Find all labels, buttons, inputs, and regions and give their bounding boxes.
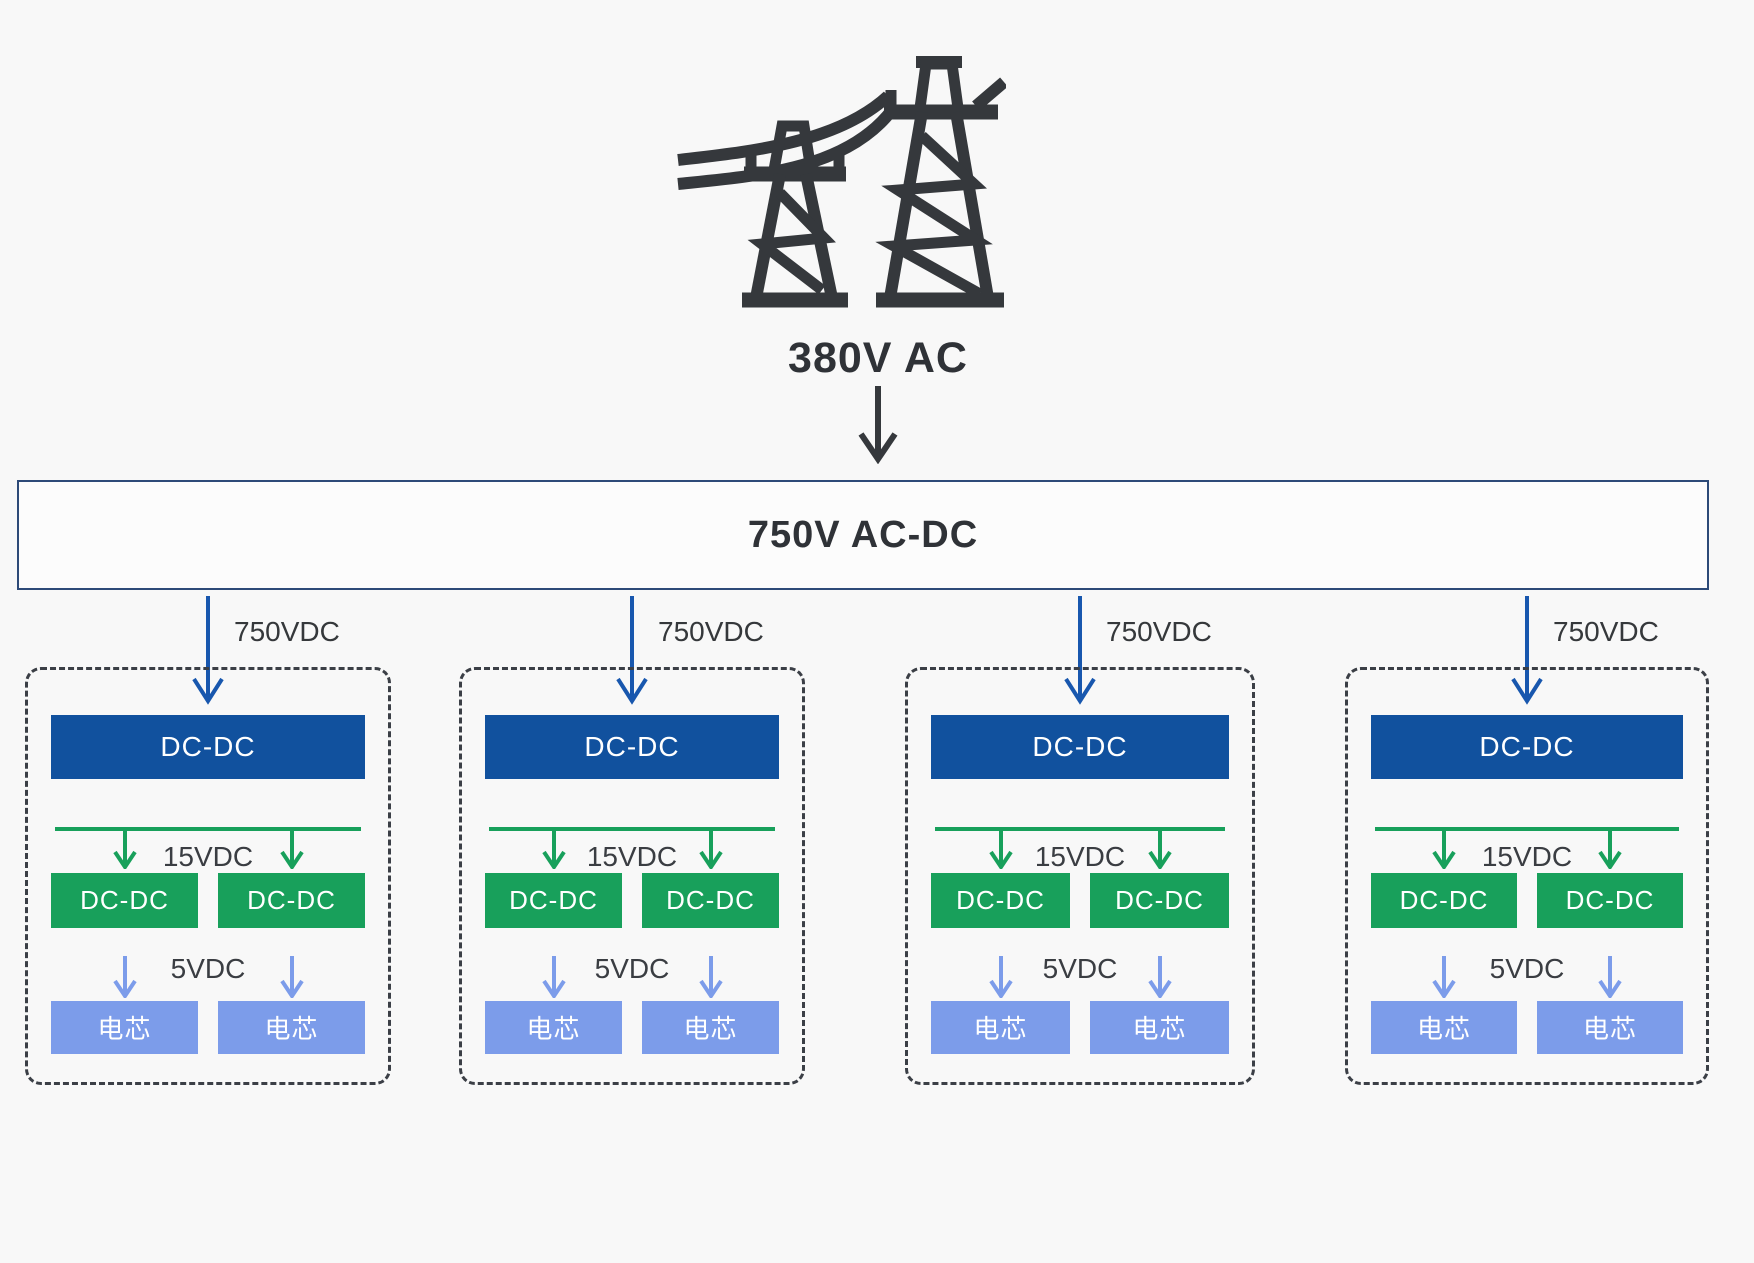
green-down-arrow-icon bbox=[1432, 827, 1456, 869]
periwinkle-down-arrow-icon bbox=[1598, 956, 1622, 998]
primary-dcdc-box: DC-DC bbox=[1371, 715, 1683, 779]
cell-box: 电芯 bbox=[1537, 1001, 1683, 1054]
cell-row: 电芯 电芯 bbox=[485, 1001, 779, 1054]
cell-box: 电芯 bbox=[642, 1001, 779, 1054]
green-down-arrow-icon bbox=[1147, 827, 1172, 869]
secondary-converter-row: DC-DC DC-DC bbox=[485, 873, 779, 928]
low-arrow-row bbox=[1371, 956, 1683, 998]
cell-box: 电芯 bbox=[1090, 1001, 1229, 1054]
secondary-dcdc-box: DC-DC bbox=[642, 873, 779, 928]
branch-voltage-label: 750VDC bbox=[1553, 616, 1659, 647]
low-arrow-row bbox=[51, 956, 365, 998]
battery-cluster-branch-1: 750VDC DC-DC 15VDC DC-DC DC-DC 5VDC 电芯 电… bbox=[25, 594, 391, 1085]
periwinkle-down-arrow-icon bbox=[279, 956, 304, 998]
dc-bus-line bbox=[489, 827, 775, 831]
dc-bus-line bbox=[935, 827, 1225, 831]
secondary-dcdc-box: DC-DC bbox=[51, 873, 198, 928]
dc-bus-line bbox=[55, 827, 361, 831]
transmission-tower-icon bbox=[677, 56, 1006, 308]
battery-cluster-branch-2: 750VDC DC-DC 15VDC DC-DC DC-DC 5VDC 电芯 电… bbox=[459, 594, 805, 1085]
mid-arrow-row bbox=[51, 827, 365, 871]
cell-row: 电芯 电芯 bbox=[1371, 1001, 1683, 1054]
green-down-arrow-icon bbox=[698, 827, 723, 869]
primary-dcdc-box: DC-DC bbox=[51, 715, 365, 779]
dc-bus-line bbox=[1375, 827, 1679, 831]
battery-cluster-branch-3: 750VDC DC-DC 15VDC DC-DC DC-DC 5VDC 电芯 电… bbox=[905, 594, 1255, 1085]
secondary-converter-row: DC-DC DC-DC bbox=[1371, 873, 1683, 928]
rectifier-box: 750V AC-DC bbox=[17, 480, 1709, 590]
cell-box: 电芯 bbox=[51, 1001, 198, 1054]
cell-row: 电芯 电芯 bbox=[51, 1001, 365, 1054]
cell-box: 电芯 bbox=[931, 1001, 1070, 1054]
secondary-converter-row: DC-DC DC-DC bbox=[51, 873, 365, 928]
battery-cluster-branch-4: 750VDC DC-DC 15VDC DC-DC DC-DC 5VDC 电芯 电… bbox=[1345, 594, 1709, 1085]
secondary-dcdc-box: DC-DC bbox=[1371, 873, 1517, 928]
mid-arrow-row bbox=[931, 827, 1229, 871]
green-down-arrow-icon bbox=[988, 827, 1013, 869]
low-arrow-row bbox=[931, 956, 1229, 998]
periwinkle-down-arrow-icon bbox=[988, 956, 1013, 998]
periwinkle-down-arrow-icon bbox=[1147, 956, 1172, 998]
cluster-container: DC-DC 15VDC DC-DC DC-DC 5VDC 电芯 电芯 bbox=[905, 667, 1255, 1085]
primary-dcdc-box: DC-DC bbox=[485, 715, 779, 779]
mid-arrow-row bbox=[485, 827, 779, 871]
branch-voltage-label: 750VDC bbox=[1106, 616, 1212, 647]
rectifier-label: 750V AC-DC bbox=[747, 513, 979, 556]
periwinkle-down-arrow-icon bbox=[1432, 956, 1456, 998]
green-down-arrow-icon bbox=[1598, 827, 1622, 869]
branch-voltage-label: 750VDC bbox=[234, 616, 340, 647]
branch-voltage-label: 750VDC bbox=[658, 616, 764, 647]
low-arrow-row bbox=[485, 956, 779, 998]
cluster-container: DC-DC 15VDC DC-DC DC-DC 5VDC 电芯 电芯 bbox=[459, 667, 805, 1085]
secondary-dcdc-box: DC-DC bbox=[485, 873, 622, 928]
primary-dcdc-box: DC-DC bbox=[931, 715, 1229, 779]
secondary-dcdc-box: DC-DC bbox=[1537, 873, 1683, 928]
main-feed-arrow-icon bbox=[856, 386, 900, 464]
cluster-container: DC-DC 15VDC DC-DC DC-DC 5VDC 电芯 电芯 bbox=[25, 667, 391, 1085]
cluster-container: DC-DC 15VDC DC-DC DC-DC 5VDC 电芯 电芯 bbox=[1345, 667, 1709, 1085]
green-down-arrow-icon bbox=[279, 827, 304, 869]
cell-box: 电芯 bbox=[485, 1001, 622, 1054]
periwinkle-down-arrow-icon bbox=[541, 956, 566, 998]
green-down-arrow-icon bbox=[541, 827, 566, 869]
secondary-dcdc-box: DC-DC bbox=[1090, 873, 1229, 928]
periwinkle-down-arrow-icon bbox=[112, 956, 137, 998]
cell-box: 电芯 bbox=[218, 1001, 365, 1054]
secondary-converter-row: DC-DC DC-DC bbox=[931, 873, 1229, 928]
cell-row: 电芯 电芯 bbox=[931, 1001, 1229, 1054]
secondary-dcdc-box: DC-DC bbox=[218, 873, 365, 928]
secondary-dcdc-box: DC-DC bbox=[931, 873, 1070, 928]
cell-box: 电芯 bbox=[1371, 1001, 1517, 1054]
mid-arrow-row bbox=[1371, 827, 1683, 871]
green-down-arrow-icon bbox=[112, 827, 137, 869]
periwinkle-down-arrow-icon bbox=[698, 956, 723, 998]
grid-voltage-label: 380V AC bbox=[788, 334, 968, 382]
